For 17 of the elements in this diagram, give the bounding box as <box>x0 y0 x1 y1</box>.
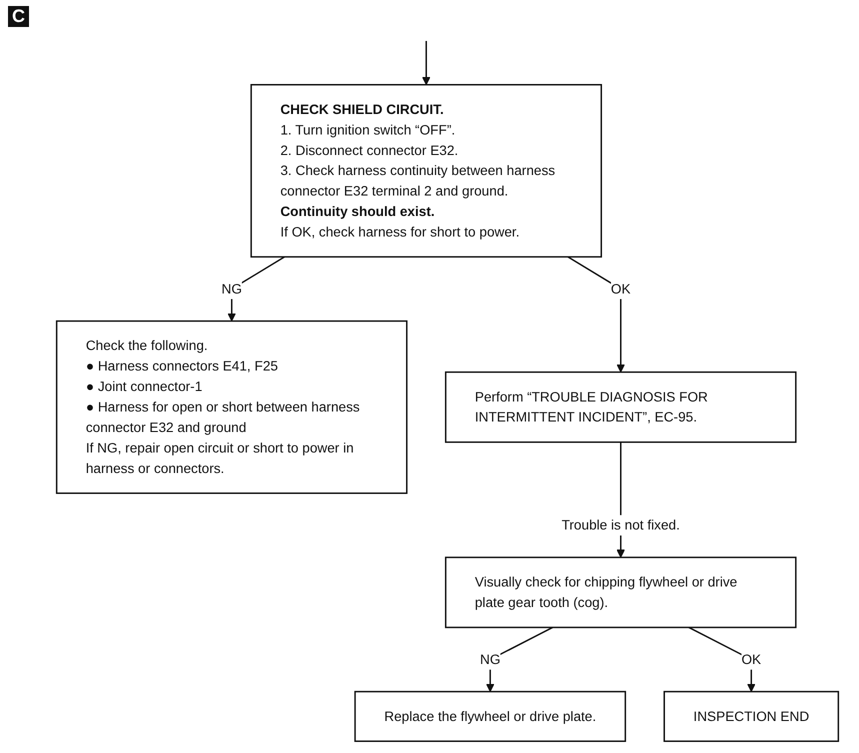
edge-label: OK <box>610 280 631 296</box>
node-box: Visually check for chipping flywheel or drive plate gear tooth (cog). <box>444 556 797 628</box>
node-box: CHECK SHIELD CIRCUIT. 1. Turn ignition switch “OFF”. 2. Disconnect connector E32. 3. Check harness continuity between harness connector E32 terminal 2 and ground. Continuity should exist. If OK, check harness for short to power. <box>250 84 602 258</box>
arrow <box>568 256 626 372</box>
node-box: Replace the flywheel or drive plate. <box>354 690 626 742</box>
edge-label: Trouble is not fixed. <box>562 517 680 533</box>
node-box: Check the following. ● Harness connectors E41, F25 ● Joint connector-1 ● Harness for open or short between harness connector E32 and ground If NG, repair open circuit or short to power in harness or connectors. <box>56 320 408 494</box>
arrow <box>688 626 756 692</box>
edge-label: OK <box>741 651 762 667</box>
arrow <box>227 256 285 322</box>
edge-label: NG <box>222 280 242 296</box>
node-box: Perform “TROUBLE DIAGNOSIS FOR INTERMITTENT INCIDENT”, EC-95. <box>444 371 797 443</box>
node-box: INSPECTION END <box>664 690 840 742</box>
section-marker: C <box>8 6 29 27</box>
arrow <box>486 626 553 692</box>
edge-label: NG <box>480 651 500 667</box>
arrow <box>422 40 430 86</box>
